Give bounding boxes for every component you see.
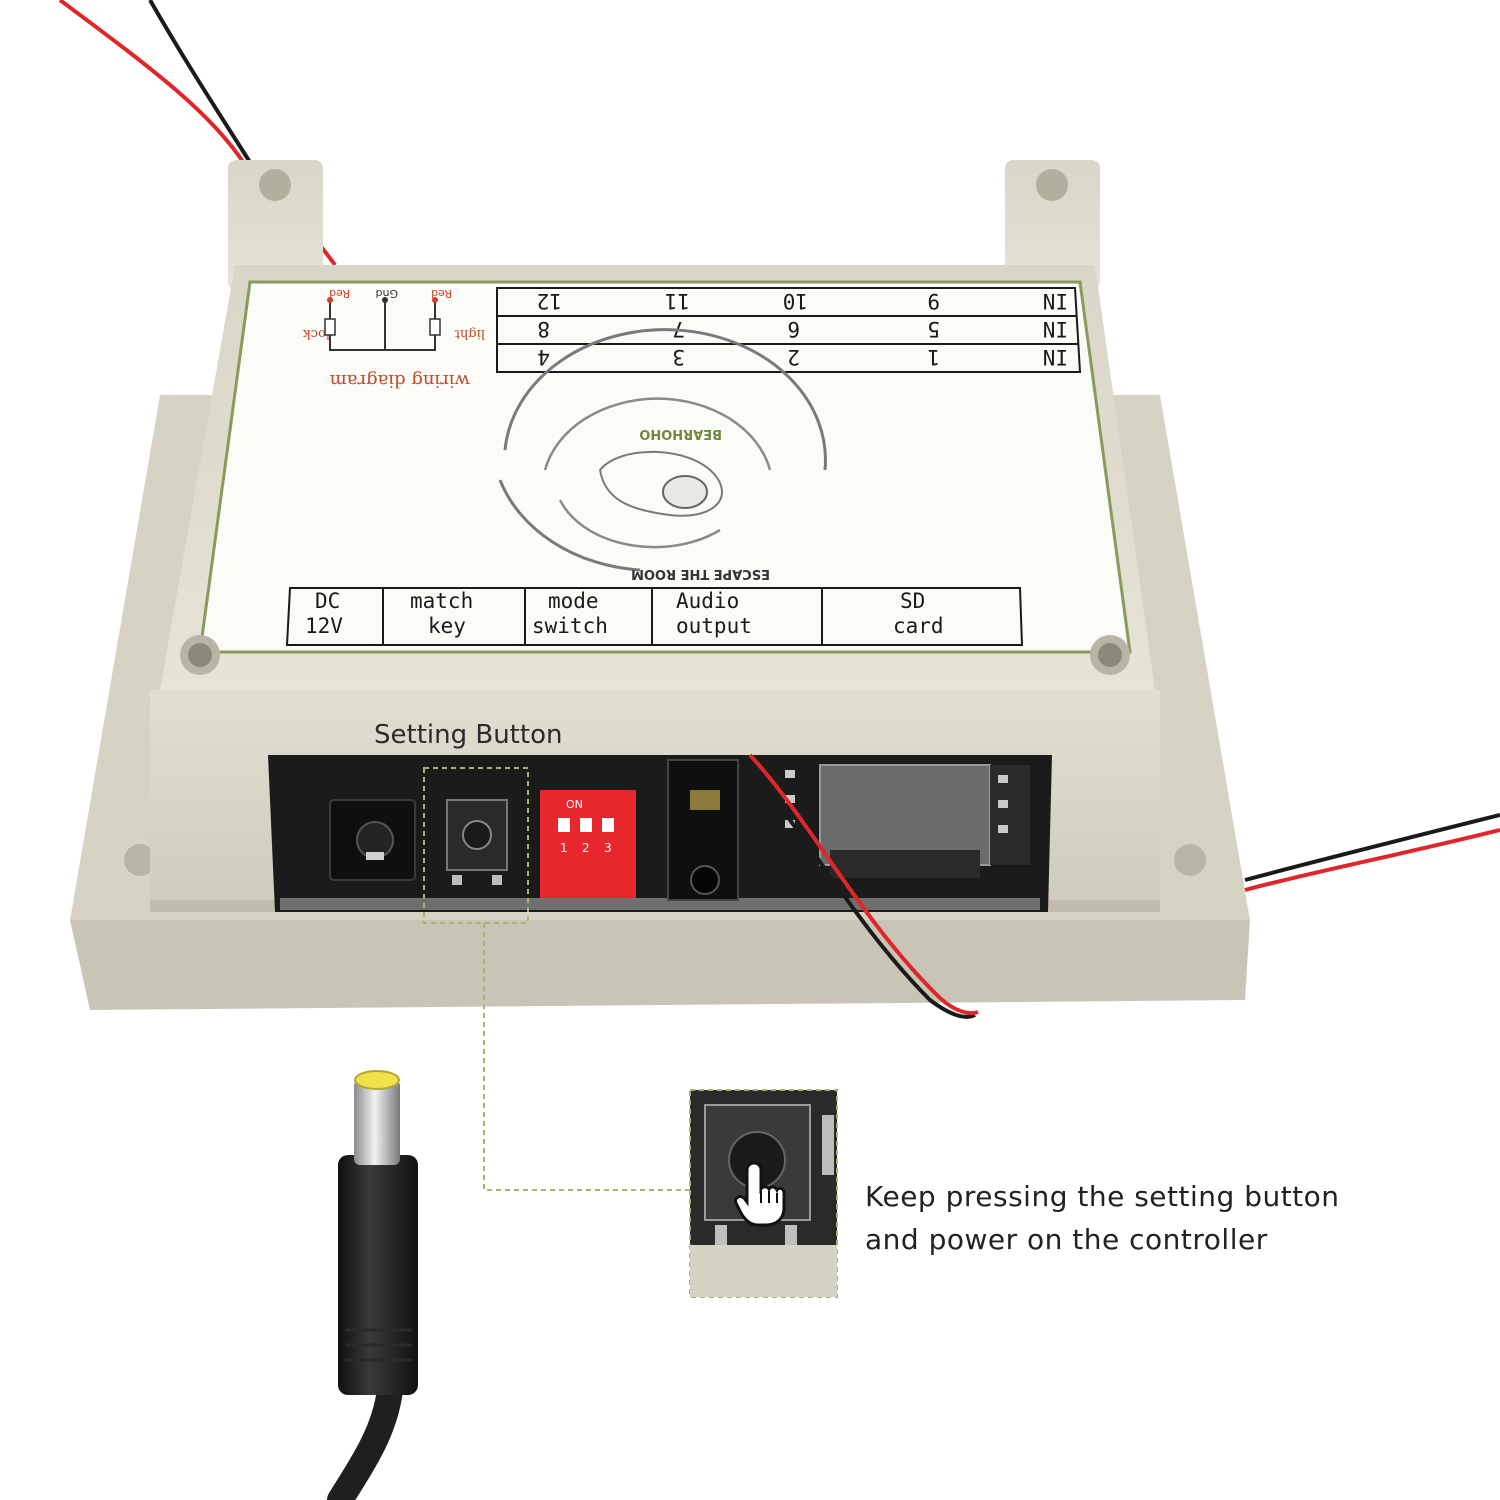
port-sd-line1: SD	[900, 589, 925, 613]
input-2: 2	[787, 345, 800, 369]
wiring-terminal-red-1: Red	[431, 287, 452, 300]
port-audio-line2: output	[676, 614, 752, 638]
input-4: 4	[537, 345, 550, 369]
hand-pointer-icon	[734, 1161, 786, 1227]
board-wires	[738, 753, 1500, 1019]
ports-table: DC 12V match key mode switch Audio outpu…	[285, 587, 1024, 646]
input-row-2-label: IN	[1043, 317, 1068, 341]
power-plug-icon	[327, 1070, 418, 1500]
input-9: 9	[927, 289, 940, 313]
instruction-line-2: and power on the controller	[865, 1223, 1268, 1256]
dip-switch-pos-2: 2	[582, 841, 590, 855]
setting-button-highlight	[423, 767, 529, 924]
port-dc-line1: DC	[315, 589, 340, 613]
brand-logo: BEARHOHO ESCAPE THE ROOM	[498, 328, 827, 581]
port-sd-line2: card	[893, 614, 944, 638]
input-10: 10	[783, 289, 808, 313]
setting-button-closeup	[689, 1089, 838, 1298]
port-match-line1: match	[410, 589, 473, 613]
wiring-device-light: light	[454, 326, 485, 341]
dip-switch-on-label: ON	[566, 798, 583, 811]
logo-brand: BEARHOHO	[639, 426, 722, 441]
bear-icon	[662, 475, 708, 509]
port-match-line2: key	[428, 614, 466, 638]
sd-card-slot	[785, 764, 1030, 878]
input-11: 11	[665, 289, 690, 313]
input-5: 5	[927, 317, 940, 341]
input-12: 12	[537, 289, 562, 313]
input-6: 6	[787, 317, 800, 341]
circuit-board: ON 1 2 3	[268, 755, 1052, 912]
wiring-title: wiring diagram	[330, 370, 470, 391]
dip-switch-pos-1: 1	[560, 841, 568, 855]
port-mode-line1: mode	[548, 589, 599, 613]
input-8: 8	[537, 317, 550, 341]
instruction-line-1: Keep pressing the setting button	[865, 1180, 1340, 1213]
wiring-diagram: Red Gnd Red light lock wiring diagram	[303, 287, 485, 391]
dip-switch[interactable]: ON 1 2 3	[540, 790, 636, 898]
input-row-3-label: IN	[1043, 289, 1068, 313]
input-3: 3	[672, 345, 685, 369]
port-audio-line1: Audio	[676, 589, 739, 613]
wiring-terminal-gnd: Gnd	[376, 287, 398, 300]
setting-button-caption: Setting Button	[374, 720, 563, 750]
wiring-device-lock: lock	[303, 326, 330, 341]
input-1: 1	[927, 345, 940, 369]
logo-tagline: ESCAPE THE ROOM	[631, 566, 770, 581]
mounting-tabs	[228, 160, 1100, 290]
wiring-terminal-red-2: Red	[329, 287, 350, 300]
instruction-note: Keep pressing the setting button and pow…	[865, 1175, 1465, 1261]
dip-switch-pos-3: 3	[604, 841, 612, 855]
audio-jack	[667, 759, 739, 901]
port-dc-line2: 12V	[305, 614, 343, 638]
port-mode-line2: switch	[532, 614, 608, 638]
label-sticker	[180, 280, 1132, 675]
input-row-1-label: IN	[1043, 345, 1068, 369]
